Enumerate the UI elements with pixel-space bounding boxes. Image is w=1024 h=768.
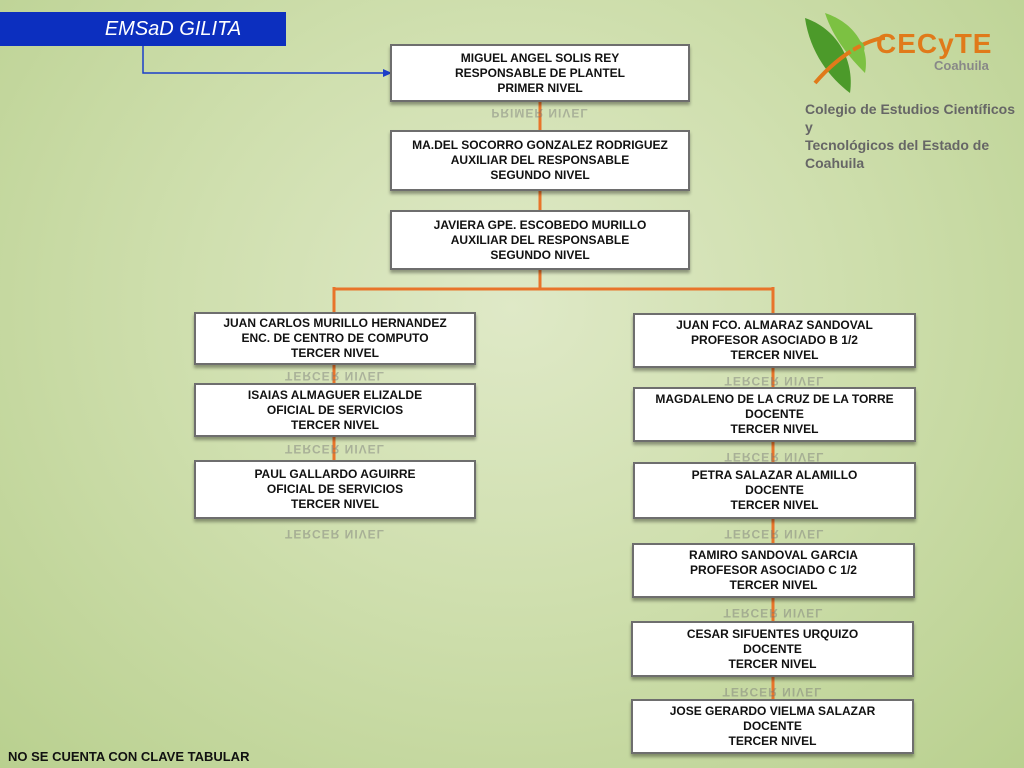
node-role: DOCENTE xyxy=(743,719,802,733)
node-name: CESAR SIFUENTES URQUIZO xyxy=(686,626,859,641)
footer-note: NO SE CUENTA CON CLAVE TABULAR xyxy=(8,749,250,764)
node-level: SEGUNDO NIVEL xyxy=(490,247,590,262)
node-level: TERCER NIVEL xyxy=(730,348,819,362)
org-node-right-4: RAMIRO SANDOVAL GARCIA PROFESOR ASOCIADO… xyxy=(632,543,915,598)
node-name: ISAIAS ALMAGUER ELIZALDE xyxy=(247,387,423,402)
org-node-left-3: PAUL GALLARDO AGUIRRE OFICIAL DE SERVICI… xyxy=(194,460,476,519)
node-name: PAUL GALLARDO AGUIRRE xyxy=(254,467,416,481)
logo-caption: Colegio de Estudios Científicos y Tecnol… xyxy=(805,100,1024,172)
node-name: PETRA SALAZAR ALAMILLO xyxy=(691,468,858,482)
node-name: JAVIERA GPE. ESCOBEDO MURILLO xyxy=(433,217,647,232)
node-level: SEGUNDO NIVEL xyxy=(490,168,590,182)
node-role: PROFESOR ASOCIADO C 1/2 xyxy=(690,563,857,577)
node-role: RESPONSABLE DE PLANTEL xyxy=(454,65,625,80)
org-node-left-1: JUAN CARLOS MURILLO HERNANDEZ ENC. DE CE… xyxy=(194,312,476,365)
org-node-right-6: JOSE GERARDO VIELMA SALAZAR DOCENTE TERC… xyxy=(631,699,914,754)
node-level: TERCER NIVEL xyxy=(290,417,379,432)
node-role: AUXILIAR DEL RESPONSABLE xyxy=(450,153,630,167)
node-level: TERCER NIVEL xyxy=(728,734,817,748)
org-node-left-2: ISAIAS ALMAGUER ELIZALDE OFICIAL DE SERV… xyxy=(194,383,476,437)
org-node-right-1: JUAN FCO. ALMARAZ SANDOVAL PROFESOR ASOC… xyxy=(633,313,916,368)
logo-region: Coahuila xyxy=(934,58,989,73)
node-role: ENC. DE CENTRO DE COMPUTO xyxy=(241,331,429,345)
node-role: DOCENTE xyxy=(743,641,802,656)
node-name: JUAN FCO. ALMARAZ SANDOVAL xyxy=(676,318,873,332)
node-role: AUXILIAR DEL RESPONSABLE xyxy=(450,232,630,247)
node-role: PROFESOR ASOCIADO B 1/2 xyxy=(691,333,858,347)
page-title: EMSaD GILITA xyxy=(0,12,286,46)
cecyte-logo-icon xyxy=(805,13,886,93)
node-level: TERCER NIVEL xyxy=(728,656,817,671)
node-role: OFICIAL DE SERVICIOS xyxy=(266,482,404,496)
org-node-right-5: CESAR SIFUENTES URQUIZO DOCENTE TERCER N… xyxy=(631,621,914,677)
node-level: TERCER NIVEL xyxy=(730,422,819,436)
org-node-right-3: PETRA SALAZAR ALAMILLO DOCENTE TERCER NI… xyxy=(633,462,916,519)
logo-caption-line1: Colegio de Estudios Científicos y xyxy=(805,101,1016,135)
node-name: JOSE GERARDO VIELMA SALAZAR xyxy=(669,704,876,718)
node-role: OFICIAL DE SERVICIOS xyxy=(266,402,404,417)
node-level: TERCER NIVEL xyxy=(290,497,379,511)
org-node-primer-nivel: MIGUEL ANGEL SOLIS REY RESPONSABLE DE PL… xyxy=(390,44,690,102)
org-node-right-2: MAGDALENO DE LA CRUZ DE LA TORRE DOCENTE… xyxy=(633,387,916,442)
node-level: PRIMER NIVEL xyxy=(497,80,583,95)
node-role: DOCENTE xyxy=(745,407,804,421)
org-node-segundo-nivel-1: MA.DEL SOCORRO GONZALEZ RODRIGUEZ AUXILI… xyxy=(390,130,690,191)
logo-brand: CECyTE xyxy=(876,28,993,59)
org-node-segundo-nivel-2: JAVIERA GPE. ESCOBEDO MURILLO AUXILIAR D… xyxy=(390,210,690,270)
node-level: TERCER NIVEL xyxy=(730,498,819,512)
node-name: MIGUEL ANGEL SOLIS REY xyxy=(460,50,620,65)
node-name: MAGDALENO DE LA CRUZ DE LA TORRE xyxy=(655,392,894,406)
node-name: MA.DEL SOCORRO GONZALEZ RODRIGUEZ xyxy=(412,138,668,152)
title-arrow-line xyxy=(142,46,386,74)
node-role: DOCENTE xyxy=(745,483,804,497)
node-name: JUAN CARLOS MURILLO HERNANDEZ xyxy=(223,316,447,330)
node-name: RAMIRO SANDOVAL GARCIA xyxy=(689,548,858,562)
logo-caption-line2: Tecnológicos del Estado de Coahuila xyxy=(805,137,990,171)
node-level: TERCER NIVEL xyxy=(290,346,379,360)
node-level: TERCER NIVEL xyxy=(729,578,818,592)
title-arrow-head xyxy=(383,69,392,77)
